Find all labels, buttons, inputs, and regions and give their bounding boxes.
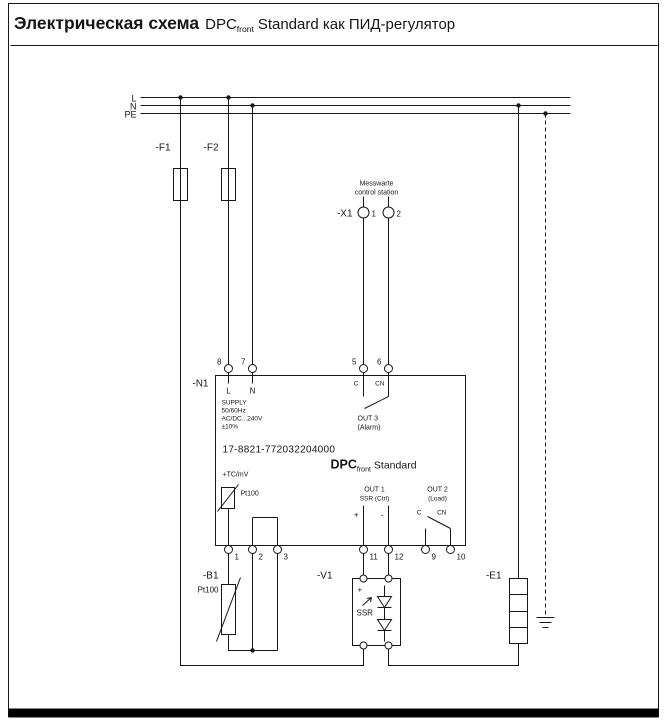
terminal-9-label: 9 bbox=[432, 553, 437, 562]
footer-bar bbox=[8, 708, 659, 718]
terminal-8-label: 8 bbox=[217, 358, 222, 367]
junction-dot-n-supply bbox=[250, 103, 255, 108]
wire-ssr-to-e1 bbox=[388, 643, 519, 666]
out1-name-label: OUT 1 bbox=[364, 487, 385, 494]
v1-plus-label: + bbox=[358, 586, 363, 595]
b1-ref-label: -B1 bbox=[203, 571, 219, 582]
junction-dot-n-e1 bbox=[516, 103, 521, 108]
x1-terminal-2-label: 2 bbox=[397, 210, 402, 219]
out3-contact-blade bbox=[364, 396, 389, 409]
title-bold-text: Электрическая схема bbox=[14, 13, 200, 33]
v1-trigger-arrow bbox=[362, 597, 372, 606]
e1-ref-label: -E1 bbox=[486, 571, 502, 582]
terminal-5-label: 5 bbox=[352, 358, 357, 367]
model-subscript: front bbox=[357, 467, 371, 474]
out2-name-label: OUT 2 bbox=[427, 487, 448, 494]
x1-caption-line1: Messwarte bbox=[360, 181, 394, 188]
supply-text-2: 50/60Hz bbox=[222, 408, 246, 415]
terminal-12 bbox=[384, 545, 393, 554]
out2-c-label: C bbox=[417, 510, 422, 517]
junction-dot-pe bbox=[543, 111, 548, 116]
junction-dot-b1 bbox=[250, 648, 255, 653]
terminal-6-label: 6 bbox=[377, 358, 382, 367]
terminal-1 bbox=[224, 545, 233, 554]
page-border bbox=[8, 3, 659, 717]
terminal-1-label: 1 bbox=[235, 553, 240, 562]
out1-function-label: SSR (Ctrl) bbox=[360, 496, 390, 503]
schematic: L N PE -F1 -F2 Messwarte control station… bbox=[8, 3, 659, 718]
fuse-f2-label: -F2 bbox=[204, 143, 219, 154]
fuse-f1-symbol bbox=[173, 168, 188, 201]
out3-function-label: (Alarm) bbox=[358, 425, 381, 432]
rtd-input-symbol-arrow bbox=[217, 484, 239, 512]
fuse-f1-label: -F1 bbox=[156, 143, 171, 154]
supply-text-3: AC/DC...240V bbox=[222, 416, 263, 423]
title-rest-text: Standard как ПИД-регулятор bbox=[257, 16, 456, 33]
supply-n-label: N bbox=[250, 387, 256, 396]
input-pt100-label: Pt100 bbox=[241, 491, 259, 498]
v1-diode-2 bbox=[376, 619, 393, 632]
x1-terminal-1 bbox=[357, 206, 370, 219]
title-product-text: DPC bbox=[205, 16, 237, 33]
out3-c-label: C bbox=[354, 381, 359, 388]
rail-l-label: L bbox=[131, 94, 136, 104]
x1-ref-label: -X1 bbox=[337, 209, 353, 220]
supply-text-1: SUPPLY bbox=[222, 400, 248, 407]
b1-type-label: Pt100 bbox=[198, 586, 219, 595]
terminal-11-label: 11 bbox=[370, 553, 379, 562]
model-suffix: Standard bbox=[374, 460, 417, 472]
out2-contact-blade bbox=[427, 516, 451, 529]
supply-l-label: L bbox=[226, 387, 231, 396]
v1-input-terminal-minus bbox=[384, 574, 393, 583]
x1-caption-line2: control station bbox=[355, 190, 399, 197]
v1-input-terminal-plus bbox=[359, 574, 368, 583]
controller-ref-label: -N1 bbox=[192, 379, 209, 390]
terminal-5 bbox=[359, 364, 368, 373]
b1-rtd-symbol-arrow bbox=[216, 577, 241, 642]
terminal-7-label: 7 bbox=[241, 358, 246, 367]
terminal-11 bbox=[359, 545, 368, 554]
v1-load-terminal-right bbox=[384, 641, 393, 650]
terminal-7 bbox=[248, 364, 257, 373]
terminal-3-label: 3 bbox=[284, 553, 289, 562]
v1-box bbox=[352, 578, 401, 646]
terminal-2 bbox=[248, 545, 257, 554]
terminal-3 bbox=[273, 545, 282, 554]
out1-plus-label: + bbox=[354, 511, 359, 520]
junction-dot-l-f2 bbox=[226, 95, 231, 100]
fuse-f2-symbol bbox=[221, 168, 236, 201]
model-name: DPC bbox=[331, 458, 357, 472]
out3-cn-label: CN bbox=[375, 381, 385, 388]
terminal-2-label: 2 bbox=[259, 553, 264, 562]
v1-diode-1 bbox=[376, 596, 393, 609]
wire-f1-load-circuit bbox=[180, 97, 364, 666]
out1-minus-label: - bbox=[381, 511, 384, 520]
supply-text-4: ±10% bbox=[222, 424, 239, 431]
terminal-12-label: 12 bbox=[395, 553, 404, 562]
rail-pe-label: PE bbox=[124, 110, 136, 120]
v1-ref-label: -V1 bbox=[317, 571, 333, 582]
terminal-10-label: 10 bbox=[457, 553, 466, 562]
part-number: 17-8821-772032204000 bbox=[223, 445, 336, 456]
controller-box bbox=[215, 375, 466, 546]
junction-dot-l-f1 bbox=[178, 95, 183, 100]
terminal-9 bbox=[421, 545, 430, 554]
x1-terminal-1-label: 1 bbox=[372, 210, 377, 219]
wire-b1-bottom-loop bbox=[228, 634, 278, 651]
x1-terminal-2 bbox=[382, 206, 395, 219]
terminal-8 bbox=[224, 364, 233, 373]
terminal-6 bbox=[384, 364, 393, 373]
rail-n-label: N bbox=[130, 102, 137, 112]
out3-name-label: OUT 3 bbox=[358, 416, 379, 423]
out2-function-label: (Load) bbox=[428, 496, 447, 503]
v1-ssr-label: SSR bbox=[357, 609, 374, 618]
input-tc-label: +TC/mV bbox=[223, 472, 249, 479]
v1-load-terminal-left bbox=[359, 641, 368, 650]
out2-cn-label: CN bbox=[437, 510, 447, 517]
title-product-subscript: front bbox=[236, 24, 254, 34]
terminal-10 bbox=[446, 545, 455, 554]
